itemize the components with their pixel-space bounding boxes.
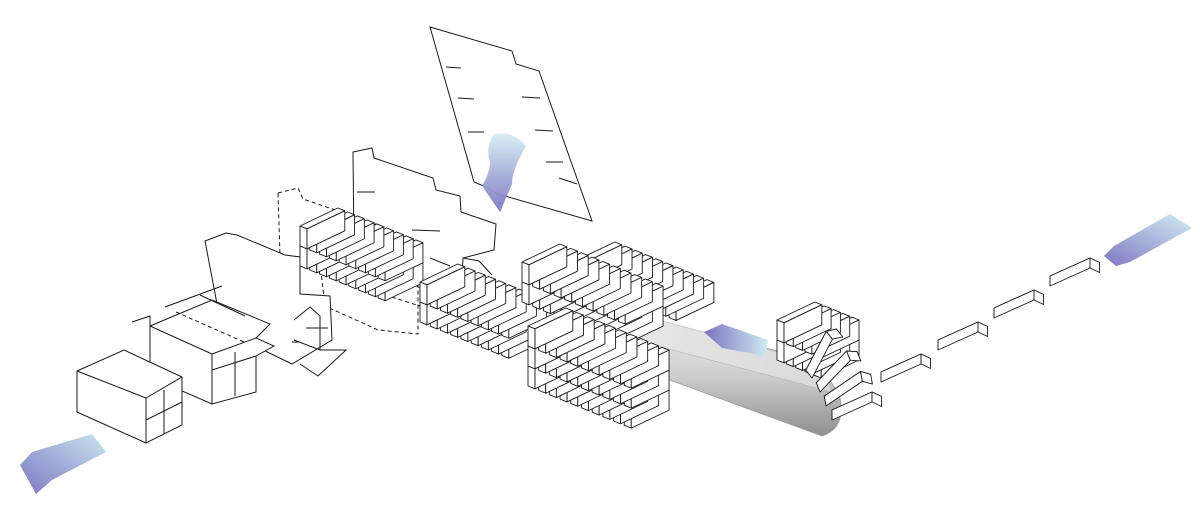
product-group-stack-a — [521, 243, 664, 345]
product-item — [521, 243, 568, 286]
product-item — [299, 207, 346, 250]
conveyor-flow-arrow — [704, 324, 768, 356]
infeed-arrow — [1104, 214, 1192, 266]
tipping-item-body — [815, 350, 862, 393]
infeed-item — [1049, 257, 1100, 287]
product-groups — [299, 207, 860, 429]
outfeed-arrow — [20, 434, 106, 494]
infeed-item — [937, 321, 988, 351]
tipping-item — [815, 350, 862, 393]
carton-blank-top — [429, 26, 593, 222]
product-group-center — [419, 263, 548, 359]
tipping-item — [823, 371, 873, 407]
infeed-item — [993, 289, 1044, 319]
blank-feed-arrow — [482, 133, 526, 212]
carton-closed — [76, 349, 183, 444]
tipping-item-body — [831, 391, 882, 421]
product-item — [776, 301, 823, 344]
infeed-item — [880, 353, 931, 383]
tipping-item — [805, 328, 844, 379]
tipping-item-body — [823, 371, 873, 407]
product-item — [419, 263, 466, 306]
product-group-stack-b — [527, 307, 670, 429]
tipping-item — [831, 391, 882, 421]
product-group-in-carton — [299, 207, 424, 302]
product-item — [527, 307, 574, 350]
infeed-items — [880, 257, 1100, 383]
tipping-items — [805, 328, 882, 421]
tipping-item-body — [805, 328, 844, 379]
